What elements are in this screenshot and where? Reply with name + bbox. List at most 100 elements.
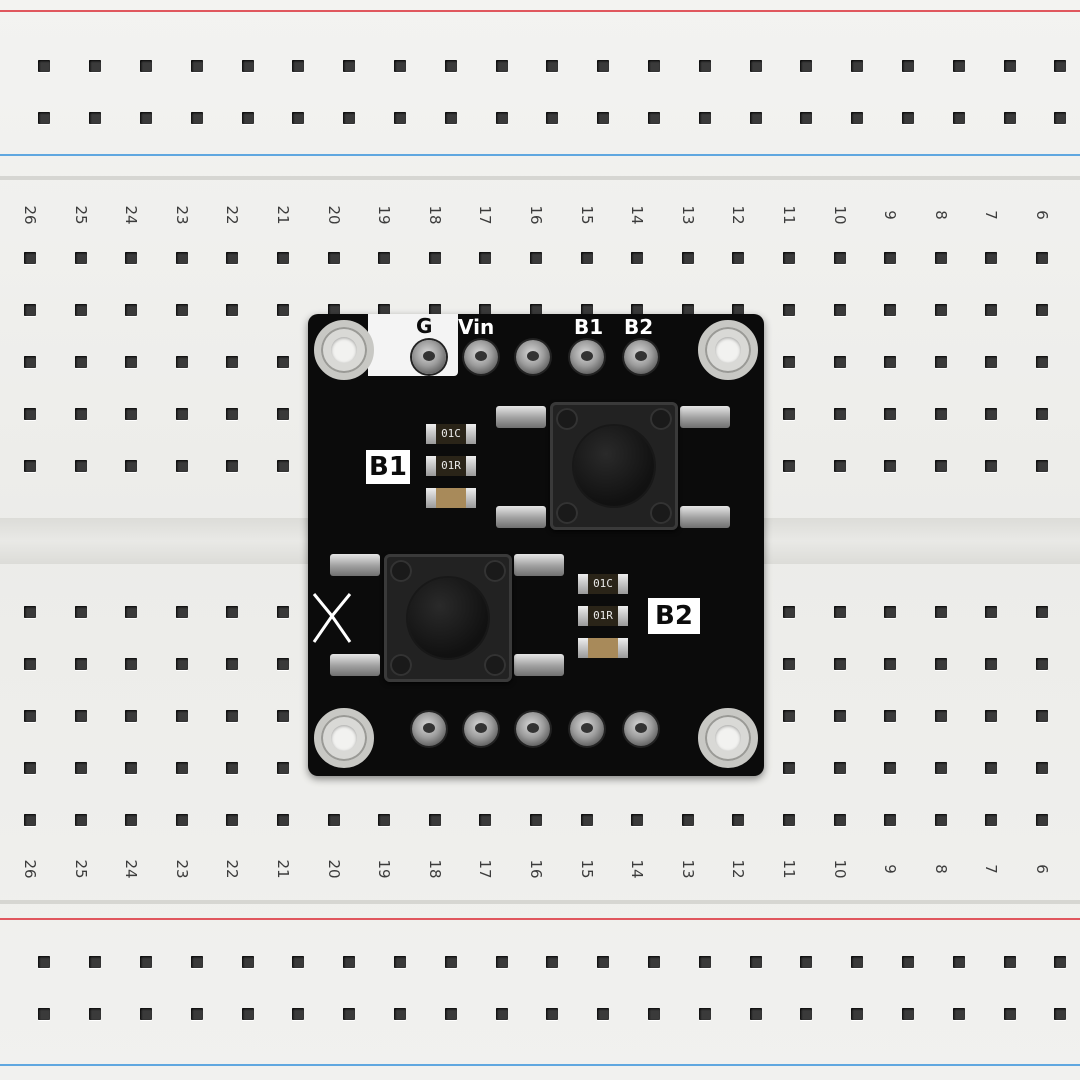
bottom-rail-edge	[0, 900, 1080, 904]
rail-hole	[699, 1008, 711, 1020]
column-number: 24	[122, 859, 141, 879]
rail-hole	[800, 956, 812, 968]
breadboard-hole	[24, 252, 36, 264]
breadboard-hole	[175, 408, 188, 420]
column-number: 21	[274, 205, 292, 225]
rail-hole	[902, 1008, 914, 1020]
breadboard-hole	[74, 408, 87, 420]
breadboard-hole	[175, 252, 188, 264]
breadboard-hole	[631, 304, 644, 316]
mounting-hole-bottom-left	[314, 708, 374, 768]
rail-hole	[292, 112, 304, 124]
column-number: 19	[375, 859, 394, 879]
breadboard-hole	[125, 606, 138, 618]
rail-hole	[648, 60, 660, 72]
pin-pad-bottom-5	[624, 712, 658, 746]
button2-cap[interactable]	[408, 578, 488, 658]
rail-hole	[292, 1008, 304, 1020]
breadboard-hole	[934, 460, 947, 472]
column-number: 15	[577, 859, 596, 879]
breadboard-hole	[277, 408, 289, 420]
breadboard-hole	[934, 304, 947, 316]
breadboard-hole	[783, 606, 795, 618]
breadboard-hole	[985, 356, 998, 368]
button2-post	[390, 560, 412, 582]
column-number: 13	[678, 859, 697, 879]
rail-hole	[343, 112, 355, 124]
breadboard-hole	[226, 460, 239, 472]
rail-hole	[89, 112, 101, 124]
breadboard-hole	[24, 606, 36, 618]
column-number: 16	[527, 859, 545, 879]
breadboard-hole	[175, 606, 188, 618]
breadboard-hole	[175, 814, 188, 826]
breadboard-hole	[884, 408, 897, 420]
breadboard-hole	[1036, 252, 1048, 264]
breadboard-hole	[783, 304, 795, 316]
breadboard-hole	[24, 814, 36, 826]
rail-hole	[89, 956, 101, 968]
button1-lead-bl	[496, 506, 546, 528]
breadboard-hole	[884, 762, 897, 774]
rail-hole	[1054, 956, 1066, 968]
rail-hole	[496, 1008, 508, 1020]
column-number: 10	[830, 859, 849, 879]
resistor-r4: 01R	[578, 606, 628, 626]
breadboard-hole	[226, 408, 239, 420]
pin-pad-vin	[464, 340, 498, 374]
push-button-b2[interactable]	[384, 554, 512, 682]
rail-hole	[597, 1008, 609, 1020]
pin-pad-b1	[570, 340, 604, 374]
breadboard-hole	[226, 710, 239, 722]
breadboard-hole	[277, 606, 289, 618]
push-button-b1[interactable]	[550, 402, 678, 530]
rail-hole	[496, 956, 508, 968]
rail-hole	[800, 1008, 812, 1020]
button1-cap[interactable]	[574, 426, 654, 506]
breadboard-hole	[125, 408, 138, 420]
breadboard-hole	[580, 252, 593, 264]
column-number: 9	[881, 864, 900, 874]
breadboard-hole	[884, 304, 897, 316]
breadboard-hole	[24, 460, 36, 472]
rail-hole	[1004, 60, 1016, 72]
column-number: 7	[982, 864, 1001, 874]
breadboard-hole	[833, 408, 846, 420]
breadboard-hole	[175, 304, 188, 316]
breadboard-hole	[479, 252, 492, 264]
rail-hole	[750, 1008, 762, 1020]
button1-post	[650, 502, 672, 524]
column-number: 15	[577, 205, 596, 225]
breadboard-hole	[327, 252, 340, 264]
breadboard-hole	[277, 356, 289, 368]
rail-hole	[445, 60, 457, 72]
breadboard-hole	[1036, 762, 1048, 774]
breadboard-hole	[934, 762, 947, 774]
rail-hole	[851, 956, 863, 968]
rail-hole	[242, 112, 254, 124]
breadboard-hole	[732, 252, 745, 264]
pin-pad-3	[516, 340, 550, 374]
rail-hole	[597, 112, 609, 124]
breadboard-hole	[277, 814, 289, 826]
breadboard-hole	[74, 606, 87, 618]
mounting-hole-top-left	[314, 320, 374, 380]
breadboard-hole	[277, 460, 289, 472]
rail-hole	[496, 60, 508, 72]
rail-hole	[1054, 60, 1066, 72]
breadboard-hole	[985, 762, 998, 774]
breadboard-hole	[681, 304, 694, 316]
rail-hole	[851, 60, 863, 72]
breadboard-hole	[884, 356, 897, 368]
breadboard-hole	[125, 762, 138, 774]
button2-post	[390, 654, 412, 676]
breadboard-hole	[74, 252, 87, 264]
breadboard-hole	[985, 408, 998, 420]
rail-hole	[394, 956, 406, 968]
breadboard-hole	[378, 814, 391, 826]
rail-hole	[343, 956, 355, 968]
breadboard-hole	[783, 356, 795, 368]
breadboard-hole	[1036, 658, 1048, 670]
button1-post	[556, 502, 578, 524]
column-number: 26	[21, 859, 39, 879]
